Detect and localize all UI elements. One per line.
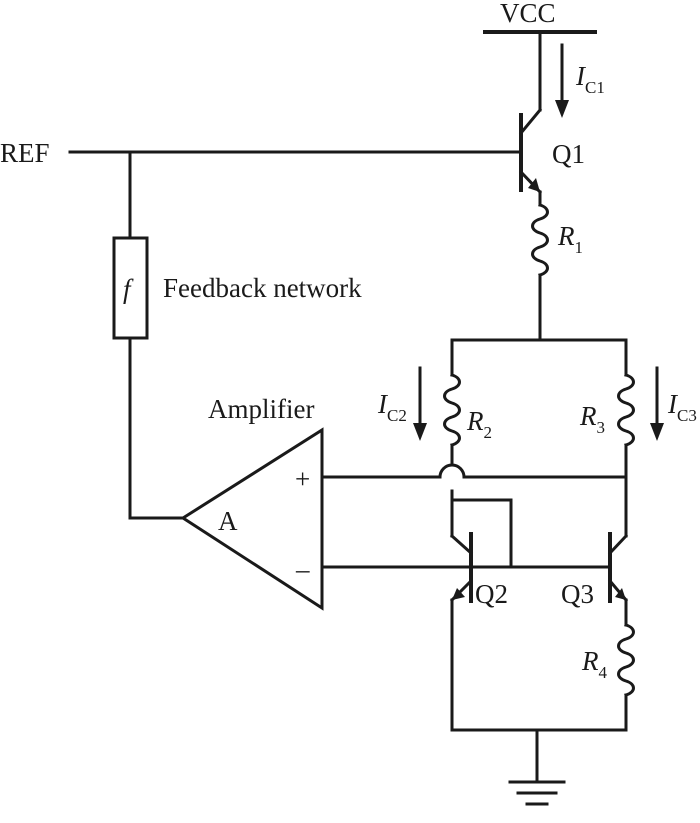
- ground-symbol: [450, 728, 628, 806]
- vcc-label: VCC: [500, 0, 556, 28]
- r2-label: R2: [466, 406, 492, 442]
- q1-label: Q1: [552, 139, 585, 169]
- ic2-label: IC2: [377, 389, 407, 425]
- ref-label: REF: [0, 138, 50, 168]
- amplifier-minus: –: [295, 554, 310, 584]
- r2-resistor: R2: [443, 338, 492, 538]
- vcc-rail: VCC: [483, 0, 597, 112]
- ic2-arrow: IC2: [377, 366, 427, 441]
- ic3-label: IC3: [667, 389, 697, 425]
- q1-transistor: Q1: [518, 107, 585, 195]
- q3-label: Q3: [561, 579, 594, 609]
- feedback-network: f Feedback network: [112, 150, 362, 520]
- plus-input-wire: [320, 463, 628, 479]
- ic1-arrow: IC1: [555, 43, 605, 118]
- r4-resistor: R4: [581, 598, 635, 732]
- r3-resistor: R3: [579, 338, 635, 538]
- ic1-label: IC1: [575, 61, 605, 97]
- q3-transistor: Q3: [561, 532, 629, 609]
- feedback-symbol: f: [123, 274, 134, 304]
- ic3-arrow: IC3: [650, 366, 697, 441]
- q2-diode-link: [450, 498, 513, 569]
- ref-line: REF: [0, 138, 523, 168]
- r4-label: R4: [581, 646, 608, 682]
- amplifier-gain: A: [218, 506, 238, 536]
- r1-label: R1: [557, 221, 583, 257]
- amplifier-title: Amplifier: [208, 394, 314, 424]
- r1-resistor: R1: [531, 190, 583, 342]
- amplifier-plus: +: [295, 464, 310, 494]
- r3-label: R3: [579, 401, 605, 437]
- q2-transistor: Q2: [449, 532, 508, 609]
- feedback-label: Feedback network: [163, 273, 362, 303]
- amplifier: Amplifier A + –: [180, 394, 324, 611]
- q2-label: Q2: [475, 579, 508, 609]
